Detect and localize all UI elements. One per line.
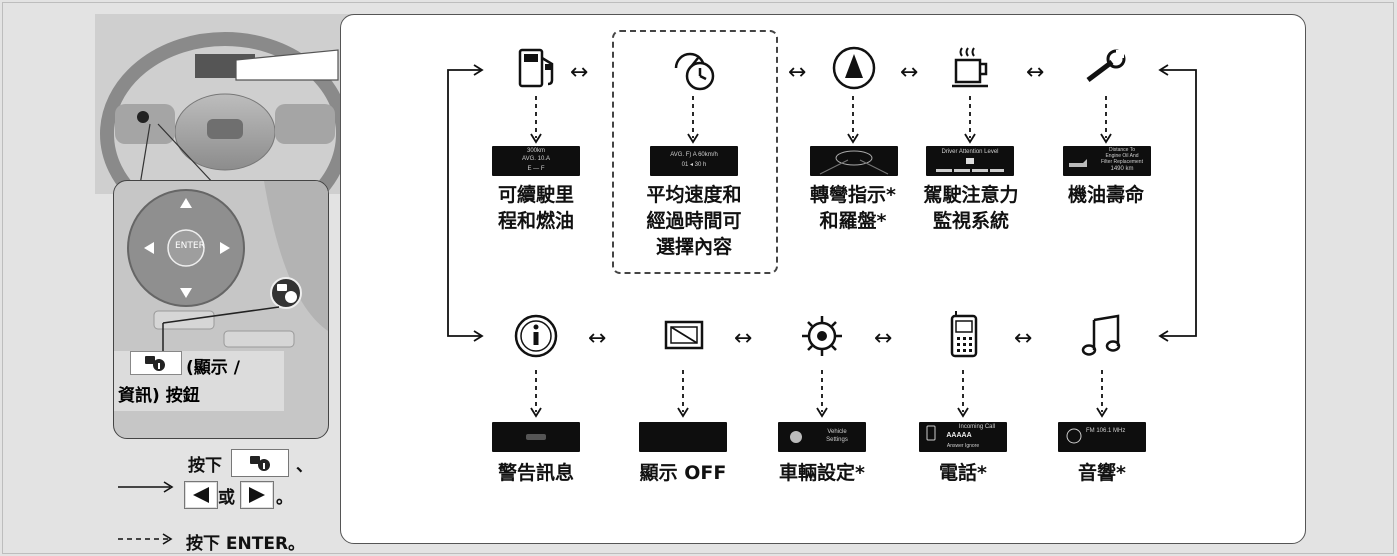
legend-lines [118,481,174,545]
svg-text:↔: ↔ [1026,60,1044,85]
label-range-fuel: 可續駛里 程和燃油 [497,184,574,232]
svg-text:↔: ↔ [1014,326,1032,351]
legend-right-key [240,481,274,509]
screen-audio-line1: FM 106.1 MHz [1086,428,1126,434]
display-flow-panel [340,14,1306,544]
screen-vehicle-settings: Vehicle Settings [778,422,866,452]
screen-range-fuel-line3: E — F [527,166,545,172]
legend-dashed-text: 按下 ENTER。 [186,534,306,554]
screen-driver-attention: Driver Attention Level [926,146,1014,176]
display-info-key [130,351,182,375]
display-info-icon [250,456,270,471]
svg-text:↔: ↔ [588,326,606,351]
screen-average-speed: AVG. F) A 60km/h 01 ◂ 30 h [650,146,738,176]
coffee-cup-icon [952,47,988,88]
svg-text:↔: ↔ [788,60,806,85]
gear-icon [802,316,842,356]
screen-oil-life-line4: 1490 km [1110,166,1134,172]
screen-oil-life-line2: Engine Oil And [1105,153,1139,159]
oil-can-icon [1069,159,1087,167]
label-phone: 電話* [939,462,987,484]
speed-time-icon [674,52,715,91]
legend-solid-pre: 按下 [188,456,222,476]
screen-display-off [639,422,727,452]
audio-screen-graphic [1066,428,1082,444]
control-pad-inset: ENTER (顯示 / 資訊) 按鈕 [113,180,329,439]
warning-screen-graphic [526,434,546,440]
music-note-icon [1081,314,1121,356]
arrow-down-icon[interactable] [180,288,192,298]
phone-icon [926,425,936,441]
arrow-right-icon [249,487,265,503]
fuel-pump-icon [518,48,554,88]
screen-oil-life: Distance To Engine Oil And Filter Replac… [1063,146,1151,176]
svg-text:↔: ↔ [570,60,588,85]
label-warning: 警告訊息 [497,462,574,484]
arrow-right-icon[interactable] [220,242,230,254]
display-off-icon [664,320,704,350]
screen-vehicle-settings-line1: Vehicle [827,429,847,435]
screen-oil-life-line1: Distance To [1108,147,1136,153]
screen-phone: Incoming Call AAAAA Answer Ignore [919,422,1007,452]
callout-lines [139,49,339,186]
screen-range-fuel: 300km AVG. 10.A E — F [492,146,580,176]
label-driver-attention: 駕駛注意力 監視系統 [923,184,1019,232]
arrow-left-icon [193,487,209,503]
screen-phone-line2: AAAAA [946,432,972,439]
screen-driver-attention-line1: Driver Attention Level [941,149,999,155]
enter-label: ENTER [175,241,205,251]
screen-oil-life-line3: Filter Replacement [1101,159,1143,165]
svg-text:↔: ↔ [900,60,918,85]
legend-or: 或 [218,488,235,508]
attention-meter-graphic [936,158,1004,172]
screen-average-speed-line1: AVG. F) A 60km/h [670,152,718,158]
screen-compass [810,146,898,176]
label-compass: 轉彎指示* 和羅盤* [810,184,896,232]
wrench-icon [1086,49,1126,82]
button-callout-line2: 資訊) 按鈕 [118,386,200,406]
legend-period: 。 [276,488,293,508]
gear-icon [790,431,802,443]
screen-warning [492,422,580,452]
label-display-off: 顯示 OFF [639,462,727,484]
button-callout-line1: (顯示 / [186,358,240,378]
label-vehicle-settings: 車輛設定* [779,462,865,484]
steering-wheel-illustration [95,14,355,194]
legend-solid-post: 、 [296,456,313,476]
screen-vehicle-settings-line2: Settings [826,437,848,443]
screen-average-speed-line2: 01 ◂ 30 h [681,162,707,168]
arrow-left-icon[interactable] [144,242,154,254]
screen-phone-line3: Answer Ignore [946,443,980,449]
screen-range-fuel-line1: 300km [526,148,545,154]
label-audio: 音響* [1078,462,1126,484]
legend-display-info-key [231,449,289,477]
screen-phone-line1: Incoming Call [958,424,996,430]
label-oil-life: 機油壽命 [1067,184,1144,206]
info-warning-icon [514,314,558,358]
label-average-speed: 平均速度和 經過時間可 選擇內容 [646,184,742,258]
legend: 按下 、 或 。 按下 ENTER。 [110,445,340,554]
selectable-group-box [612,30,778,274]
svg-text:↔: ↔ [874,326,892,351]
compass-screen-graphic [819,150,889,175]
arrow-up-icon[interactable] [180,198,192,208]
legend-left-key [184,481,218,509]
screen-range-fuel-line2: AVG. 10.A [522,156,550,162]
display-info-icon [145,356,165,371]
phone-icon [950,311,978,358]
compass-icon [832,46,876,90]
screen-audio: FM 106.1 MHz [1058,422,1146,452]
svg-text:↔: ↔ [734,326,752,351]
control-pad-graphic [127,181,328,351]
